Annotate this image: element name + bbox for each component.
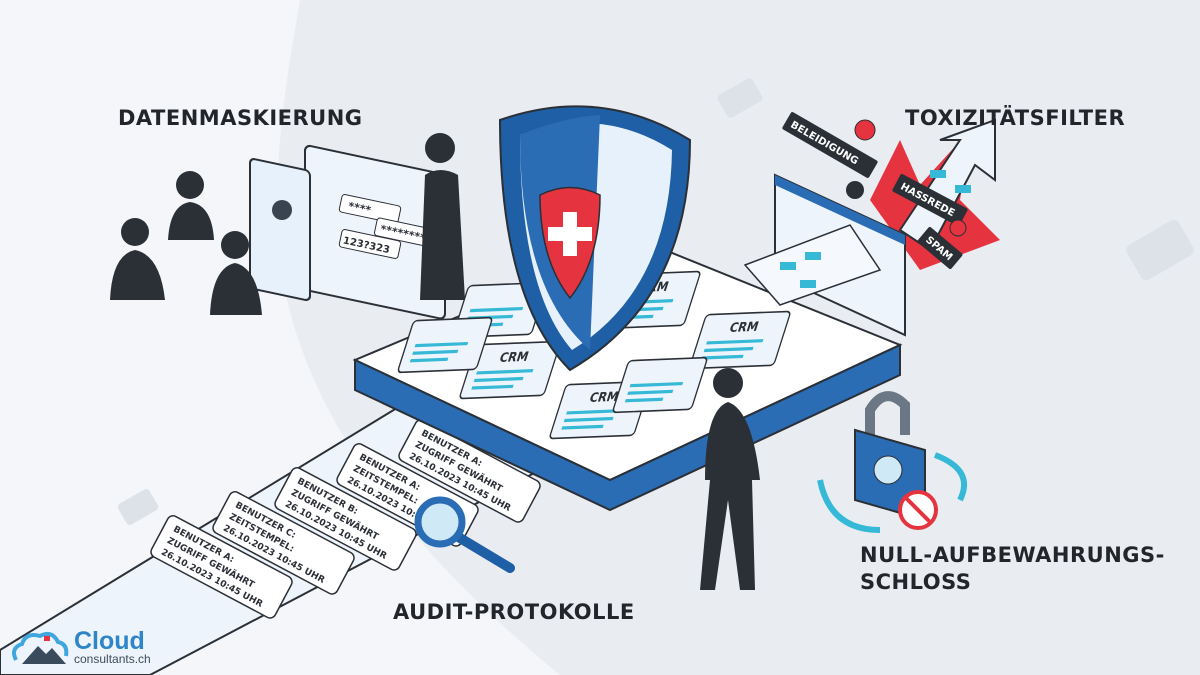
crm-card-label: CRM xyxy=(728,318,761,335)
deco-tile xyxy=(717,78,763,118)
masking-illustration: **** ******** 123?323 xyxy=(110,133,465,320)
logo-domain: consultants.ch xyxy=(74,652,151,666)
label-zero-retention-line1: NULL-AUFBEWAHRUNGS- xyxy=(860,543,1165,567)
label-audit-logs: AUDIT-PROTOKOLLE xyxy=(393,600,635,624)
lock-icon xyxy=(817,391,967,533)
logo: Cloud consultants.ch xyxy=(8,628,151,668)
deco-tile xyxy=(117,489,159,525)
crm-card[interactable]: CRM xyxy=(689,310,791,370)
deco-tile xyxy=(1126,219,1194,281)
masked-field-1: **** xyxy=(347,200,372,218)
data-card[interactable] xyxy=(612,356,708,414)
magnifier-icon xyxy=(414,496,515,573)
person-businessman xyxy=(700,368,760,590)
label-zero-retention-line2: SCHLOSS xyxy=(860,570,972,594)
logo-name: Cloud xyxy=(74,627,145,655)
crm-card-label: CRM xyxy=(588,388,621,405)
cloud-mountain-logo-icon xyxy=(12,632,69,664)
shield-icon xyxy=(498,105,692,372)
crm-card-label: CRM xyxy=(498,348,531,365)
label-toxicity-filter: TOXIZITÄTSFILTER xyxy=(905,106,1126,130)
data-card[interactable] xyxy=(397,316,493,374)
crm-card[interactable]: CRM xyxy=(459,340,561,400)
label-data-masking: DATENMASKIERUNG xyxy=(118,106,363,130)
